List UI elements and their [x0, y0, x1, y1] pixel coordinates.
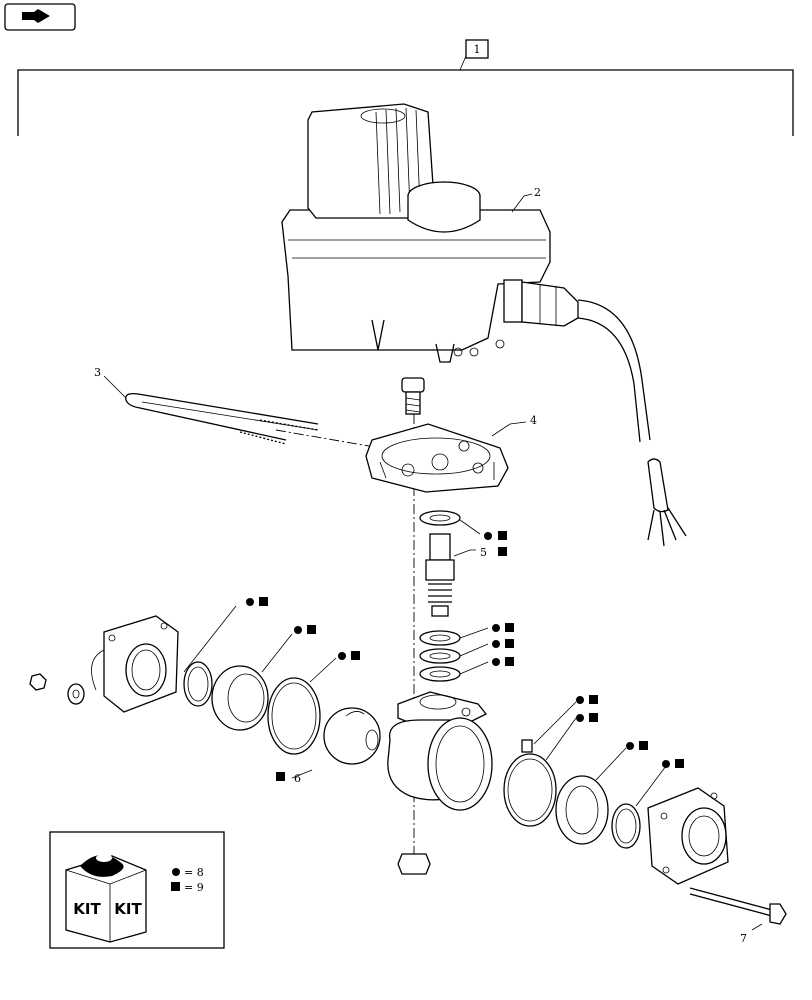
callout-5: 5: [480, 546, 487, 559]
callout-4: 4: [530, 414, 537, 427]
valve-body: [387, 691, 533, 811]
stack-washers: [419, 630, 461, 682]
actuator-housing: [281, 103, 551, 363]
mounting-bracket: [365, 423, 509, 493]
marker-set-screw: [576, 695, 598, 704]
marker-seal-c: [338, 651, 360, 660]
cable-gland: [503, 279, 687, 547]
marker-washer-3: [492, 657, 514, 666]
callout-1-box: [465, 39, 489, 59]
kit-markers: [246, 531, 684, 781]
back-button[interactable]: [4, 3, 76, 31]
flange-bolt: [689, 887, 787, 925]
kit-box-icon: [65, 854, 147, 943]
valve-stem: [425, 533, 455, 617]
right-seals: [503, 753, 641, 849]
left-flange: [91, 615, 179, 713]
cap-screw: [401, 377, 425, 415]
stem-washer: [419, 510, 461, 526]
callout-6: 6: [294, 772, 301, 785]
marker-stem: [498, 547, 507, 556]
callout-1: 1: [474, 43, 481, 56]
marker-washer-2: [492, 639, 514, 648]
callout-2: 2: [534, 186, 541, 199]
valve-ball: [323, 707, 381, 765]
kit-label-left: KIT: [73, 900, 101, 918]
back-arrow-icon: [22, 9, 50, 23]
legend-circle-icon: [172, 868, 180, 876]
marker-washer-top: [484, 531, 507, 540]
kit-label-right: KIT: [114, 900, 142, 918]
left-fasteners: [29, 673, 85, 705]
marker-seal-b: [294, 625, 316, 634]
legend-square-text: = 9: [184, 881, 204, 894]
marker-seal-e: [626, 741, 648, 750]
callout-7: 7: [740, 932, 747, 945]
marker-washer-1: [492, 623, 514, 632]
marker-seal-d: [576, 713, 598, 722]
kit-legend: KIT KIT = 8 = 9: [49, 831, 225, 949]
marker-seal-a: [246, 597, 268, 606]
bottom-nut: [397, 853, 431, 875]
marker-seal-f: [662, 759, 684, 768]
assembly-bracket: 1: [17, 39, 794, 136]
callout-3: 3: [94, 366, 101, 379]
right-flange: [647, 787, 729, 885]
left-seals: [183, 661, 321, 755]
legend-circle-text: = 8: [184, 866, 204, 879]
marker-ball: [276, 772, 285, 781]
legend-square-icon: [171, 882, 180, 891]
u-bolt: [103, 375, 319, 445]
leader-lines: [183, 193, 763, 931]
